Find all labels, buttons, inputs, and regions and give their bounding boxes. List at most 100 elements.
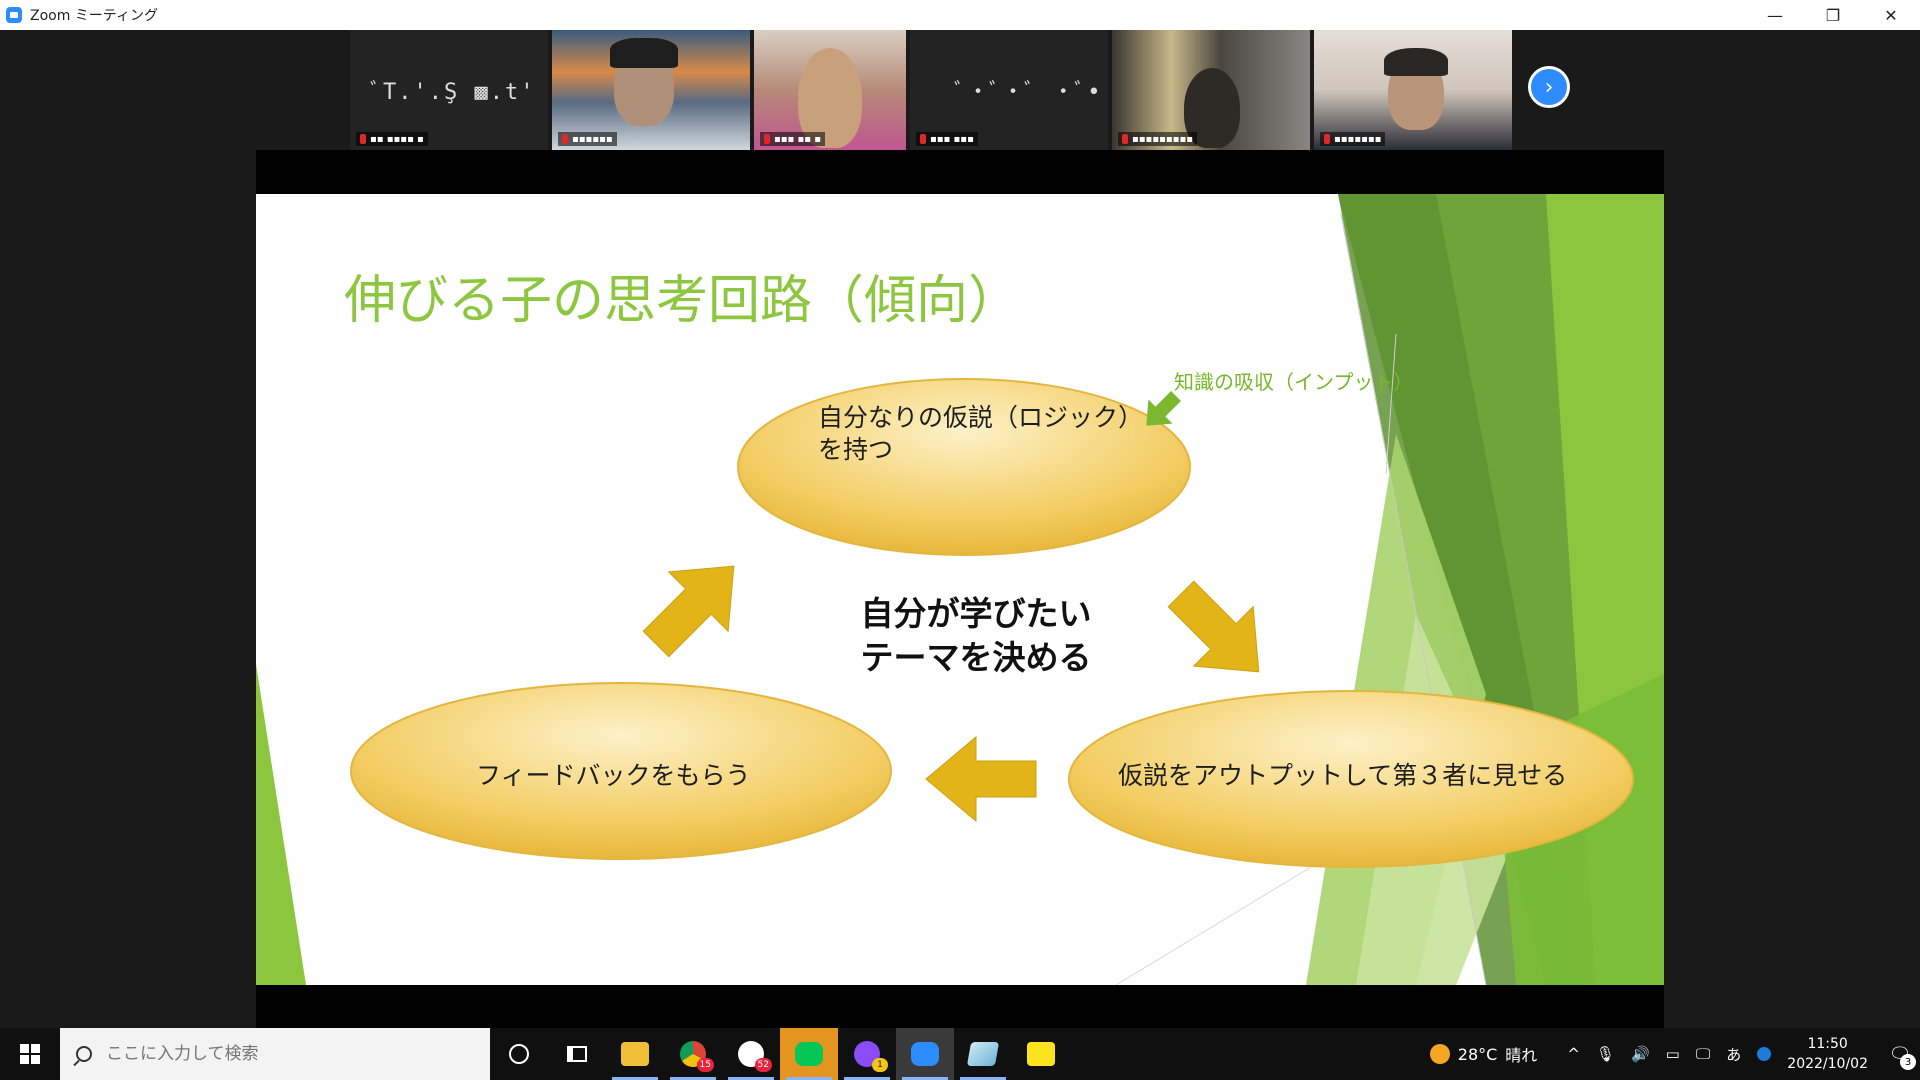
center-text: 自分が学びたい テーマを決める	[826, 592, 1126, 680]
participant-tile[interactable]: ▪▪▪ ▪▪ ▪	[754, 30, 906, 150]
next-page-button[interactable]: ›	[1528, 66, 1570, 108]
participant-tile[interactable]: ﾞT.'.Ş ▩.t' ▪▪ ▪▪▪▪ ▪	[350, 30, 548, 150]
battery-icon[interactable]: ▭	[1665, 1045, 1680, 1063]
taskbar-messenger[interactable]: 1	[838, 1028, 896, 1080]
slide-title: 伸びる子の思考回路（傾向）	[344, 271, 1021, 331]
slide-decoration	[256, 194, 1664, 985]
participant-name: ﾞT.'.Ş ▩.t'	[370, 80, 536, 105]
presentation-slide: 伸びる子の思考回路（傾向） 知識の吸収（インプット） 自分なりの仮説（ロジック）…	[256, 194, 1664, 985]
participant-tile[interactable]: ▪▪▪▪▪▪▪	[1314, 30, 1512, 150]
window-controls: — ❐ ✕	[1746, 0, 1920, 30]
taskbar-file-explorer[interactable]	[606, 1028, 664, 1080]
network-icon[interactable]: 🖵	[1695, 1045, 1711, 1063]
participant-label: ▪▪ ▪▪▪▪ ▪	[356, 132, 428, 146]
mic-muted-icon	[764, 134, 770, 144]
participant-label: ▪▪▪ ▪▪▪	[916, 132, 978, 146]
participant-label-text: ▪▪▪▪▪▪▪	[1334, 133, 1382, 145]
participant-strip: ﾞT.'.Ş ▩.t' ▪▪ ▪▪▪▪ ▪ ▪▪▪▪▪▪ ▪▪▪ ▪▪ ▪ ﾞ•…	[350, 30, 1570, 150]
participant-hair	[610, 38, 678, 68]
participant-hair	[1384, 48, 1448, 76]
restore-button[interactable]: ❐	[1825, 5, 1841, 25]
zoom-app-icon	[6, 7, 22, 23]
participant-tile[interactable]: ▪▪▪▪▪▪	[552, 30, 750, 150]
slide-line	[1115, 863, 1317, 985]
taskbar-line[interactable]	[780, 1028, 838, 1080]
participant-label: ▪▪▪▪▪▪	[558, 132, 617, 146]
participant-label: ▪▪▪▪▪▪▪	[1320, 132, 1386, 146]
folder-icon	[621, 1042, 649, 1066]
bubble-right-text: 仮説をアウトプットして第３者に見せる	[1118, 761, 1568, 790]
notification-center-button[interactable]: 🗨 3	[1880, 1028, 1920, 1080]
close-button[interactable]: ✕	[1884, 5, 1898, 25]
bubble-top-line: 自分なりの仮説（ロジック）	[818, 403, 1144, 432]
mic-muted-icon	[360, 134, 366, 144]
mic-muted-icon	[1324, 134, 1330, 144]
clock[interactable]: 11:50 2022/10/02	[1787, 1034, 1868, 1074]
clock-date: 2022/10/02	[1787, 1056, 1868, 1072]
sticky-notes-icon	[1027, 1042, 1055, 1066]
ime-mode-icon[interactable]	[1757, 1047, 1772, 1061]
title-bar: Zoom ミーティング — ❐ ✕	[0, 0, 1920, 30]
start-button[interactable]	[0, 1028, 60, 1080]
microphone-icon[interactable]: 🎙	[1595, 1045, 1615, 1063]
task-view-icon	[567, 1046, 587, 1062]
participant-tile[interactable]: ▪▪▪▪▪▪▪▪▪	[1112, 30, 1310, 150]
bubble-left-text: フィードバックをもらう	[476, 761, 751, 790]
taskbar-slack[interactable]: 52	[722, 1028, 780, 1080]
participant-label-text: ▪▪▪▪▪▪	[572, 133, 613, 145]
bubble-right	[1068, 690, 1634, 868]
taskbar-search[interactable]	[60, 1028, 490, 1080]
participant-tile[interactable]: ﾞ•ﾞ•ﾞ •ﾞ• ▪▪▪ ▪▪▪	[910, 30, 1108, 150]
taskbar-chrome[interactable]: 15	[664, 1028, 722, 1080]
system-tray: 28°C 晴れ ^ 🎙 🔊 ▭ 🖵 あ 11:50 2022/10/02 🗨 3	[1429, 1028, 1920, 1080]
arrow-left	[925, 735, 1037, 823]
bubble-top-line: を持つ	[818, 435, 894, 464]
taskbar: 15 52 1 28°C 晴れ ^ 🎙	[0, 1028, 1920, 1080]
green-facet	[256, 664, 306, 985]
notification-count: 3	[1900, 1054, 1916, 1070]
participant-label-text: ▪▪▪ ▪▪▪	[930, 133, 974, 145]
arrow-down-right	[1167, 580, 1260, 673]
participant-label-text: ▪▪▪▪▪▪▪▪▪	[1132, 133, 1193, 145]
line-icon	[795, 1042, 823, 1066]
center-line: 自分が学びたい	[860, 594, 1092, 633]
center-line: テーマを決める	[860, 638, 1092, 677]
taskbar-sticky-notes[interactable]	[1012, 1028, 1070, 1080]
volume-icon[interactable]: 🔊	[1630, 1045, 1650, 1063]
ime-indicator[interactable]: あ	[1726, 1045, 1742, 1064]
window-title: Zoom ミーティング	[30, 8, 158, 24]
task-view-button[interactable]	[548, 1028, 606, 1080]
arrow-up-right	[642, 565, 735, 658]
search-input[interactable]	[106, 1044, 466, 1064]
mic-muted-icon	[1122, 134, 1128, 144]
participant-label-text: ▪▪ ▪▪▪▪ ▪	[370, 133, 424, 145]
participant-label: ▪▪▪▪▪▪▪▪▪	[1118, 132, 1197, 146]
participant-name: ﾞ•ﾞ•ﾞ •ﾞ•	[954, 80, 1103, 105]
shared-screen: 伸びる子の思考回路（傾向） 知識の吸収（インプット） 自分なりの仮説（ロジック）…	[256, 150, 1664, 1028]
cortana-button[interactable]	[490, 1028, 548, 1080]
tray-expand-icon[interactable]: ^	[1567, 1045, 1580, 1063]
slide-line	[1385, 333, 1397, 475]
taskbar-snip[interactable]	[954, 1028, 1012, 1080]
clock-time: 11:50	[1807, 1036, 1848, 1052]
minimize-button[interactable]: —	[1767, 5, 1783, 25]
windows-logo-icon	[20, 1044, 40, 1064]
cortana-icon	[509, 1044, 529, 1064]
input-annotation: 知識の吸収（インプット）	[1174, 370, 1414, 394]
snip-icon	[966, 1042, 1000, 1066]
participant-label-text: ▪▪▪ ▪▪ ▪	[774, 133, 822, 145]
weather-widget[interactable]: 28°C 晴れ	[1429, 1042, 1538, 1066]
weather-condition: 晴れ	[1505, 1046, 1538, 1065]
bubble-top-text: 自分なりの仮説（ロジック） を持つ	[818, 402, 1143, 466]
weather-temp: 28°C	[1457, 1044, 1498, 1064]
participant-video	[798, 48, 862, 148]
taskbar-zoom[interactable]	[896, 1028, 954, 1080]
messenger-badge: 1	[872, 1058, 888, 1072]
bubble-top	[737, 378, 1191, 556]
search-icon	[76, 1046, 92, 1062]
participant-label: ▪▪▪ ▪▪ ▪	[760, 132, 826, 146]
mic-muted-icon	[920, 134, 926, 144]
slack-badge: 52	[754, 1058, 772, 1072]
mic-muted-icon	[562, 134, 568, 144]
